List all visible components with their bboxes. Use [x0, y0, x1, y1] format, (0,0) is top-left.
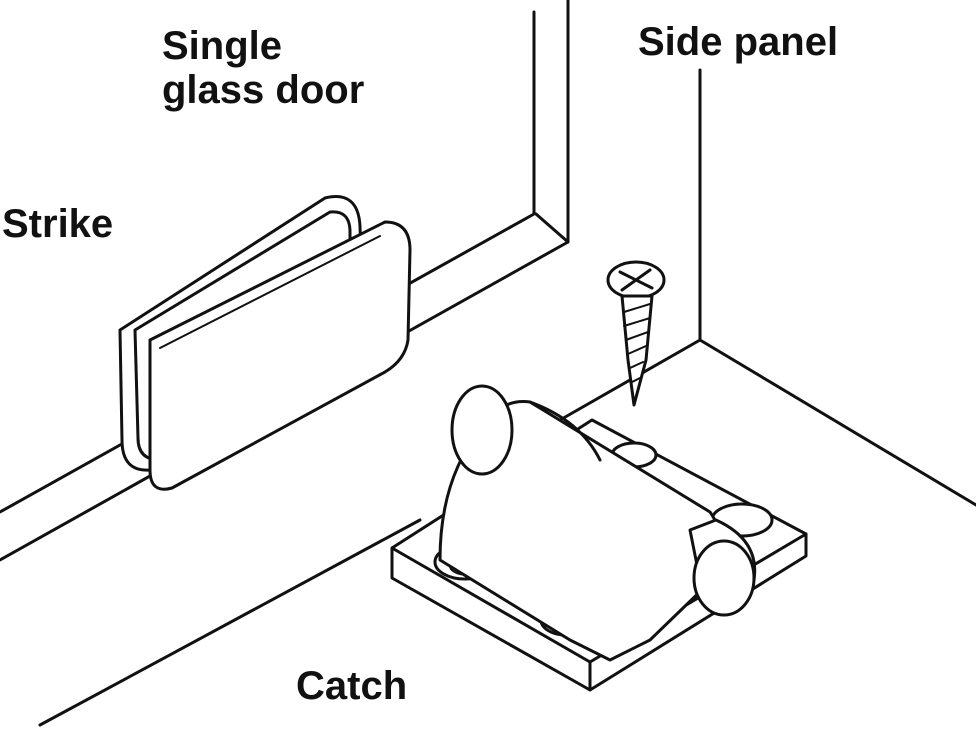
screw [606, 260, 666, 407]
single-glass-door-label-line2: glass door [162, 68, 365, 112]
strike [118, 195, 412, 491]
side-panel-label: Side panel [638, 20, 839, 64]
catch [390, 384, 808, 692]
catch-label: Catch [296, 664, 408, 708]
single-glass-door-label-line1: Single [162, 24, 283, 68]
single-glass-door-label: Single glass door [162, 24, 364, 112]
strike-label: Strike [2, 202, 114, 246]
